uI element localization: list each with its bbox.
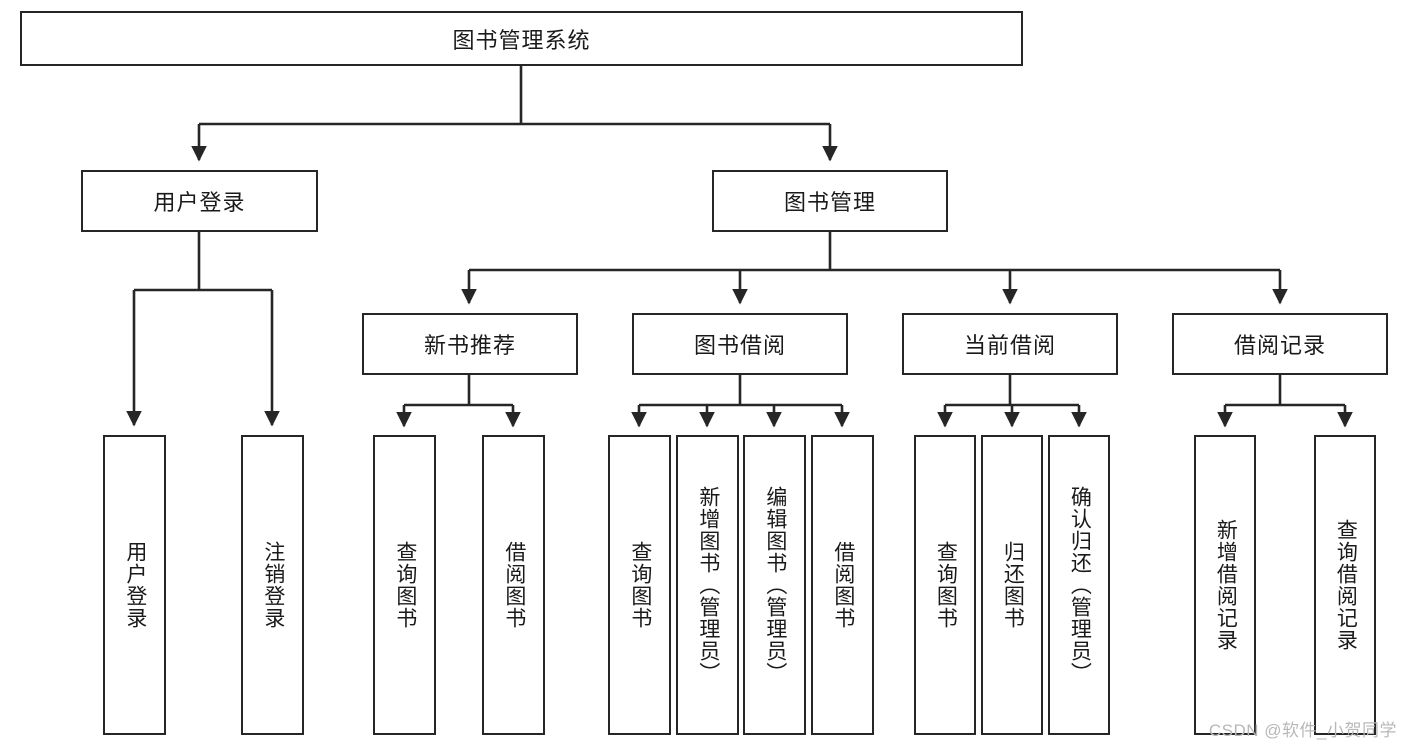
node-label: 借阅图书 (831, 541, 855, 629)
node-book-borrowing[interactable]: 图书借阅 (632, 313, 848, 375)
node-root-book-management-system[interactable]: 图书管理系统 (20, 11, 1023, 66)
node-label: 用户登录 (153, 190, 246, 215)
leaf-new-book-borrow[interactable]: 借阅图书 (482, 435, 545, 735)
leaf-user-login-signin[interactable]: 用户登录 (103, 435, 166, 735)
node-label: 新增借阅记录 (1214, 519, 1238, 651)
leaf-current-return-book[interactable]: 归还图书 (981, 435, 1043, 735)
node-label: 图书借阅 (693, 333, 786, 358)
node-label: 查询图书 (628, 541, 652, 629)
leaf-borrow-query-book[interactable]: 查询图书 (608, 435, 671, 735)
node-label: 查询图书 (393, 541, 417, 629)
node-book-management[interactable]: 图书管理 (712, 170, 948, 232)
node-current-borrowing[interactable]: 当前借阅 (902, 313, 1118, 375)
leaf-current-query-book[interactable]: 查询图书 (914, 435, 976, 735)
leaf-new-book-query[interactable]: 查询图书 (373, 435, 436, 735)
leaf-borrow-borrow-book[interactable]: 借阅图书 (811, 435, 874, 735)
leaf-records-add-record[interactable]: 新增借阅记录 (1194, 435, 1256, 735)
node-label: 用户登录 (123, 541, 147, 629)
node-borrow-records[interactable]: 借阅记录 (1172, 313, 1388, 375)
node-user-login[interactable]: 用户登录 (81, 170, 318, 232)
node-label: 新增图书（管理员） (696, 486, 720, 684)
leaf-records-query-record[interactable]: 查询借阅记录 (1314, 435, 1376, 735)
node-label: 查询借阅记录 (1334, 519, 1358, 651)
leaf-borrow-edit-book-admin[interactable]: 编辑图书（管理员） (743, 435, 806, 735)
leaf-current-confirm-return-admin[interactable]: 确认归还（管理员） (1048, 435, 1110, 735)
node-label: 当前借阅 (963, 333, 1056, 358)
node-label: 查询图书 (934, 541, 958, 629)
leaf-user-login-signout[interactable]: 注销登录 (241, 435, 304, 735)
node-new-book-recommendation[interactable]: 新书推荐 (362, 313, 578, 375)
node-label: 注销登录 (261, 541, 285, 629)
node-label: 图书管理系统 (452, 27, 591, 53)
node-label: 借阅图书 (502, 541, 526, 629)
node-label: 编辑图书（管理员） (763, 486, 787, 684)
node-label: 图书管理 (783, 190, 876, 215)
node-label: 新书推荐 (423, 333, 516, 358)
node-label: 归还图书 (1001, 541, 1025, 629)
node-label: 确认归还（管理员） (1068, 486, 1092, 684)
leaf-borrow-add-book-admin[interactable]: 新增图书（管理员） (676, 435, 739, 735)
node-label: 借阅记录 (1233, 333, 1326, 358)
